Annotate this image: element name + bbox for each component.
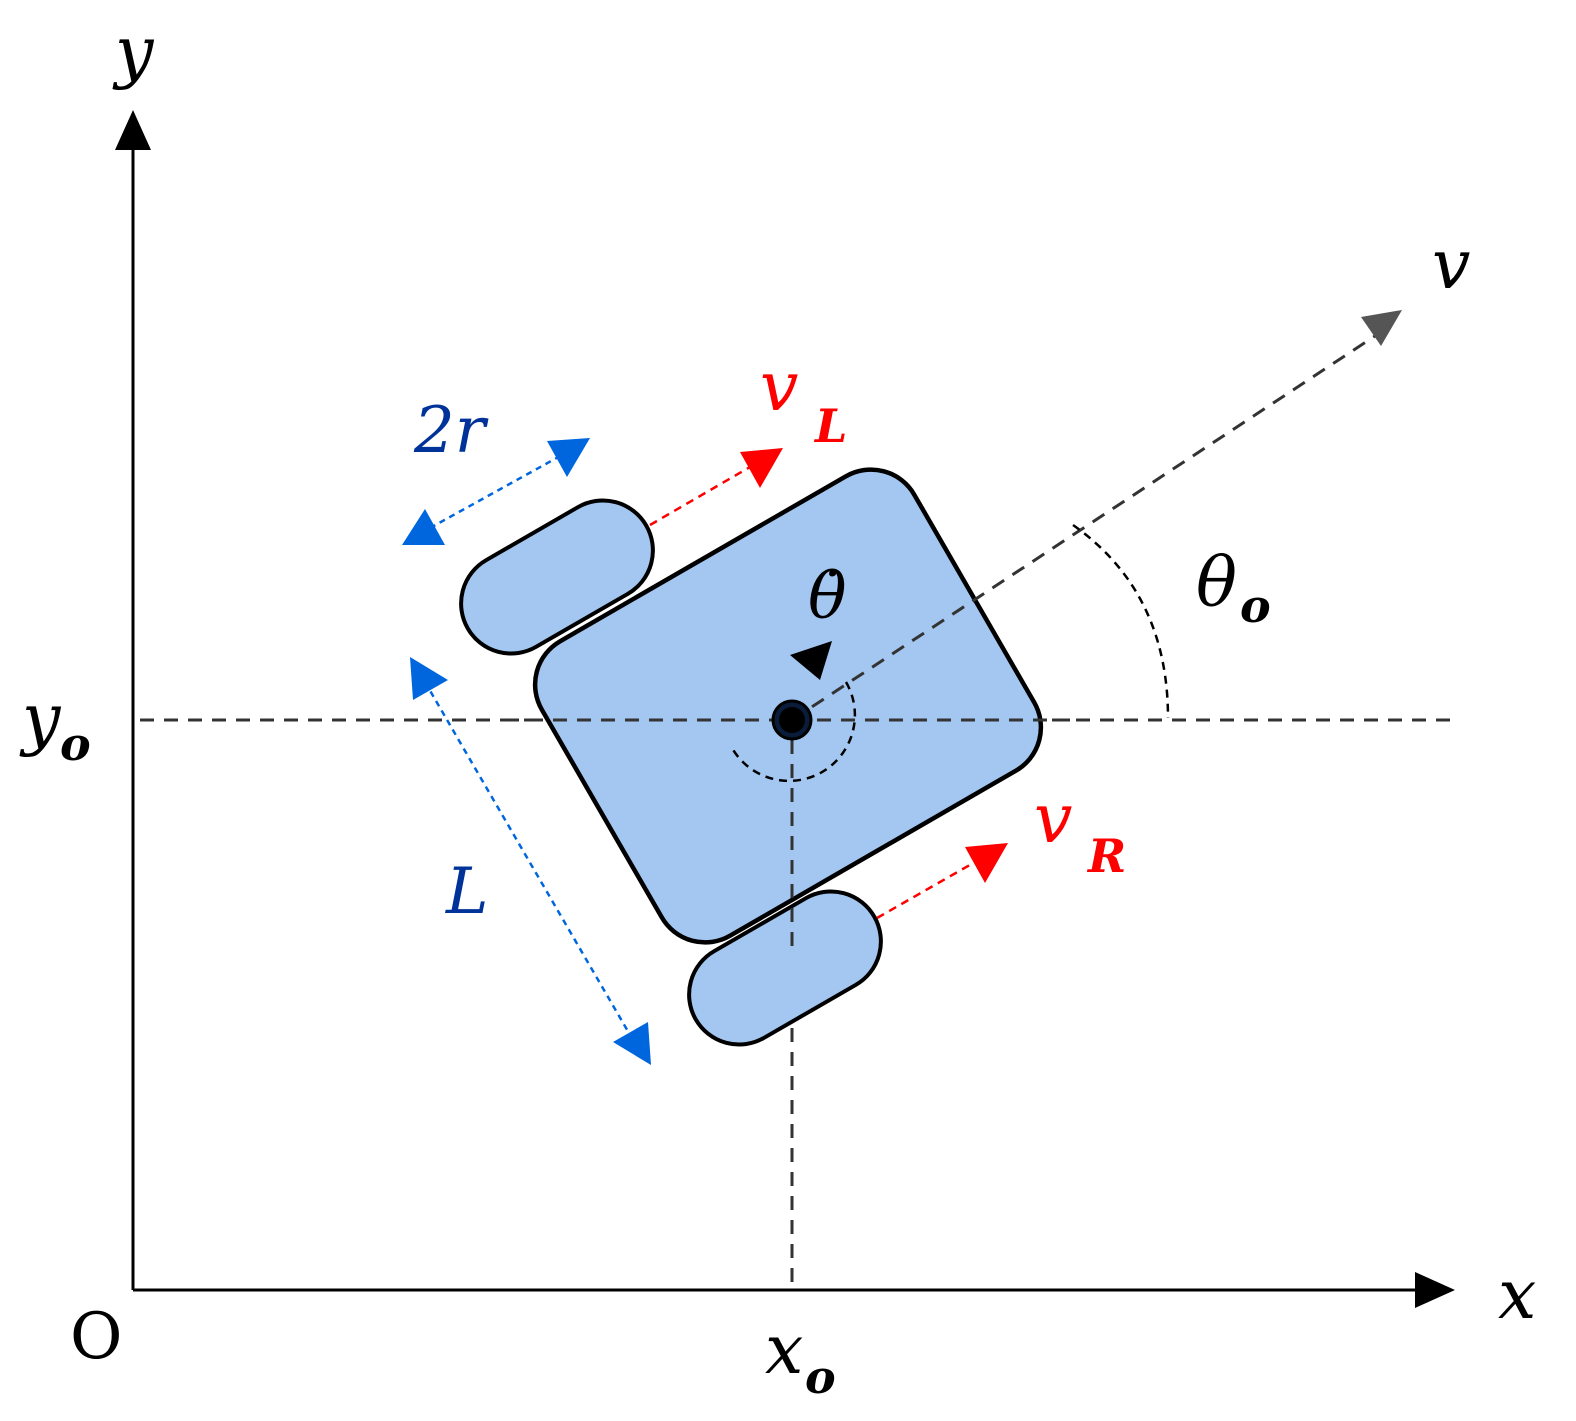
two-r-arrowhead-top [547, 438, 590, 477]
heading-direction [791, 310, 1402, 722]
heading-dashed-line [791, 334, 1376, 722]
theta-o-label-main: θ [1196, 544, 1237, 623]
v-label: v [1432, 226, 1470, 305]
body-overlay-lines [505, 718, 1070, 950]
vl-label-sub: L [813, 399, 847, 453]
yo-label-sub: o [60, 717, 91, 771]
l-arrowhead-bottom [613, 1022, 651, 1065]
vr-label-sub: R [1086, 829, 1126, 883]
origin-label: O [70, 1300, 122, 1374]
two-r-arrowhead-bottom [402, 509, 445, 545]
l-label: L [445, 855, 489, 929]
vr-dashed-line [876, 860, 976, 920]
left-wheel [459, 498, 655, 656]
rotation-arc [730, 681, 857, 783]
l-dimension-line [423, 681, 635, 1041]
vl-label: v L [760, 348, 847, 453]
vr-arrowhead [965, 843, 1008, 883]
y-axis-arrowhead [115, 110, 151, 150]
x-axis-label: x [1498, 1256, 1536, 1335]
vr-label-main: v [1034, 780, 1072, 859]
xo-label-main: x [765, 1311, 803, 1390]
two-r-dimension-line [429, 453, 563, 530]
xo-label: x o [765, 1311, 836, 1404]
vl-label-main: v [760, 348, 798, 427]
yo-label: y o [19, 680, 91, 771]
vl-dashed-line [649, 465, 751, 527]
theta-dot-label: θ̇ [808, 560, 847, 634]
xo-label-sub: o [805, 1350, 836, 1404]
x-axis-arrowhead [1415, 1272, 1455, 1308]
wheel-velocity-arrows [649, 448, 1008, 920]
heading-arrowhead [1361, 310, 1402, 346]
yo-label-main: y [19, 680, 62, 759]
l-arrowhead-top [410, 657, 448, 700]
robot-center-point [771, 699, 813, 741]
coordinate-axes [115, 110, 1455, 1308]
dimension-arrows [402, 438, 651, 1065]
vr-label: v R [1034, 780, 1126, 883]
theta-o-angle-arc [1072, 523, 1170, 719]
rotation-arrowhead [790, 641, 832, 680]
labels: y x O v 2r v L v R θ̇ θ o y o x o L [19, 13, 1536, 1404]
angular-velocity-indicator [730, 641, 857, 783]
theta-o-label: θ o [1196, 544, 1271, 633]
two-r-label: 2r [413, 394, 489, 468]
y-axis-label: y [112, 13, 155, 92]
right-wheel [687, 889, 883, 1047]
theta-o-label-sub: o [1240, 579, 1271, 633]
vl-arrowhead [740, 448, 783, 488]
